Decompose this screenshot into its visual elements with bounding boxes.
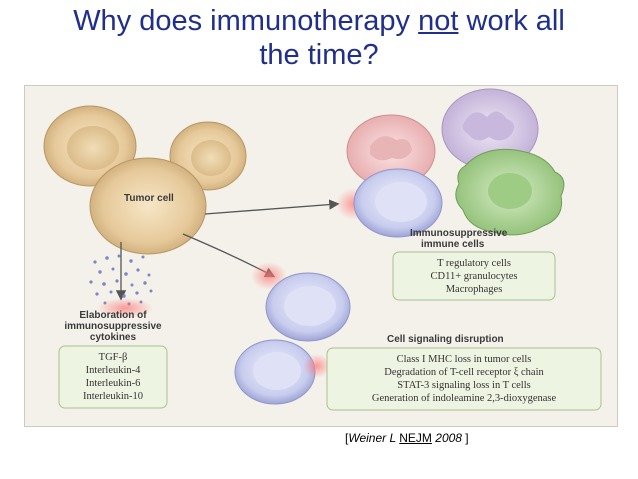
macrophage-cell	[455, 148, 565, 236]
citation: [Weiner L NEJM 2008 ]	[345, 431, 469, 445]
t-regulatory-cell	[336, 168, 443, 238]
t-cell-signaling-lower	[234, 339, 331, 405]
signaling-item: STAT-3 signaling loss in T cells	[397, 380, 530, 391]
citation-journal: NEJM	[399, 431, 432, 445]
cytokines-heading-1: Elaboration of	[79, 310, 147, 321]
citation-year: 2008	[431, 431, 462, 445]
immune-cells-item: Macrophages	[446, 284, 503, 295]
t-cell-signaling-upper	[251, 262, 351, 342]
signaling-item: Generation of indoleamine 2,3-dioxygenas…	[372, 393, 557, 404]
slide-title: Why does immunotherapy not work all the …	[0, 4, 638, 72]
cytokines-item: Interleukin-4	[86, 365, 142, 376]
immune-cells-heading-2: immune cells	[421, 239, 485, 250]
signaling-heading: Cell signaling disruption	[387, 334, 504, 345]
immune-cells-item: CD11+ granulocytes	[431, 271, 518, 282]
cytokines-box	[58, 345, 168, 409]
immune-cells-item: T regulatory cells	[437, 258, 511, 269]
neutrophil-cell	[441, 88, 539, 170]
granulocyte-cell	[346, 114, 436, 188]
cytokines-item: Interleukin-10	[83, 391, 143, 402]
title-line-2: the time?	[259, 39, 379, 71]
immune-evasion-figure: Tumor cell	[24, 85, 618, 427]
signaling-item: Degradation of T-cell receptor ξ chain	[384, 367, 544, 378]
cytokines-heading-3: cytokines	[90, 332, 137, 343]
citation-author: Weiner L	[348, 431, 400, 445]
immune-cells-heading-1: Immunosuppressive	[410, 228, 508, 239]
title-line-1: Why does immunotherapy not work all	[73, 5, 565, 37]
cytokines-heading-2: immunosuppressive	[64, 321, 162, 332]
cytokines-item: TGF-β	[99, 352, 128, 363]
immune-cells-box	[392, 251, 556, 301]
tumor-cell-back-left	[43, 105, 137, 187]
tumor-cell-main: Tumor cell	[89, 157, 207, 255]
signaling-box	[326, 347, 602, 411]
cytokines-item: Interleukin-6	[86, 378, 141, 389]
cytokine-glow	[97, 298, 153, 318]
tumor-cell-label: Tumor cell	[124, 193, 174, 204]
arrow-to-immune-cells	[204, 199, 340, 215]
signaling-item: Class I MHC loss in tumor cells	[397, 354, 532, 365]
figure-illustration: Tumor cell	[43, 88, 602, 411]
title-emphasis: not	[418, 5, 459, 37]
